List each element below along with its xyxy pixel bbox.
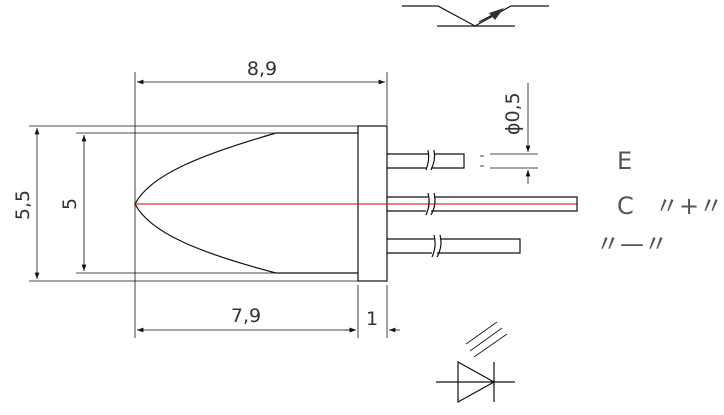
label-minus: 〃—〃 [596,230,668,258]
label-plus: 〃+〃 [655,192,723,220]
label-e: E [617,147,632,175]
dimension-flange: 1 [345,285,400,338]
pin-third [387,234,521,258]
pin-collector [387,192,578,216]
phototransistor-symbol [402,5,549,27]
dim-label-8-9: 8,9 [247,58,277,80]
dim-label-1: 1 [366,308,378,330]
dim-label-7-9: 7,9 [231,305,261,327]
dimension-pin-diameter: ϕ0,5 [490,83,538,184]
dimension-inner-height: 5 [59,132,276,274]
pin-emitter [387,149,465,171]
dim-label-5-5: 5,5 [12,190,34,220]
dimension-total-width: 8,9 [134,58,388,200]
dim-label-phi: ϕ0,5 [502,92,524,135]
dim-label-5: 5 [59,198,81,210]
dimension-outer-height: 5,5 [12,125,358,282]
label-c: C [617,192,634,220]
photo-diode-symbol [436,321,515,404]
dimension-body-length: 7,9 [134,200,359,338]
